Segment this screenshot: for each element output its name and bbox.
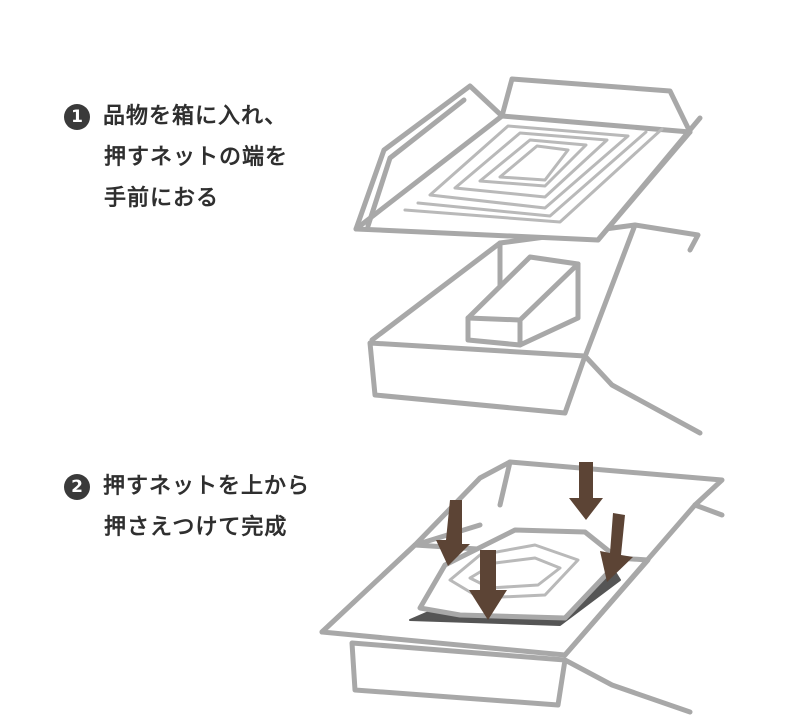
step-2-instruction: 2 押すネットを上から 押さえつけて完成 xyxy=(64,466,310,548)
step-1-line-2: 押すネットの端を xyxy=(104,145,289,170)
down-arrow-icon xyxy=(436,500,470,566)
step-1-text-1: 品物を箱に入れ、 xyxy=(103,104,288,129)
down-arrow-icon xyxy=(600,513,633,582)
step-number-badge: 2 xyxy=(64,474,90,500)
down-arrow-icon xyxy=(469,550,507,620)
box-net-pressed-illustration xyxy=(319,459,725,715)
step-1-line-3: 手前におる xyxy=(104,186,220,211)
step-1-instruction: 1 品物を箱に入れ、 押すネットの端を 手前におる xyxy=(64,96,288,219)
down-arrow-icon xyxy=(569,462,603,520)
box-net-open-illustration xyxy=(353,76,703,436)
step-2-text-1: 押すネットを上から xyxy=(103,474,311,499)
step-2-line-2: 押さえつけて完成 xyxy=(104,515,288,540)
step-1-line-1: 1 品物を箱に入れ、 xyxy=(64,96,288,137)
step-2-line-1: 2 押すネットを上から xyxy=(64,466,310,507)
step-number-badge: 1 xyxy=(64,104,90,130)
pressing-arrows xyxy=(436,462,633,620)
